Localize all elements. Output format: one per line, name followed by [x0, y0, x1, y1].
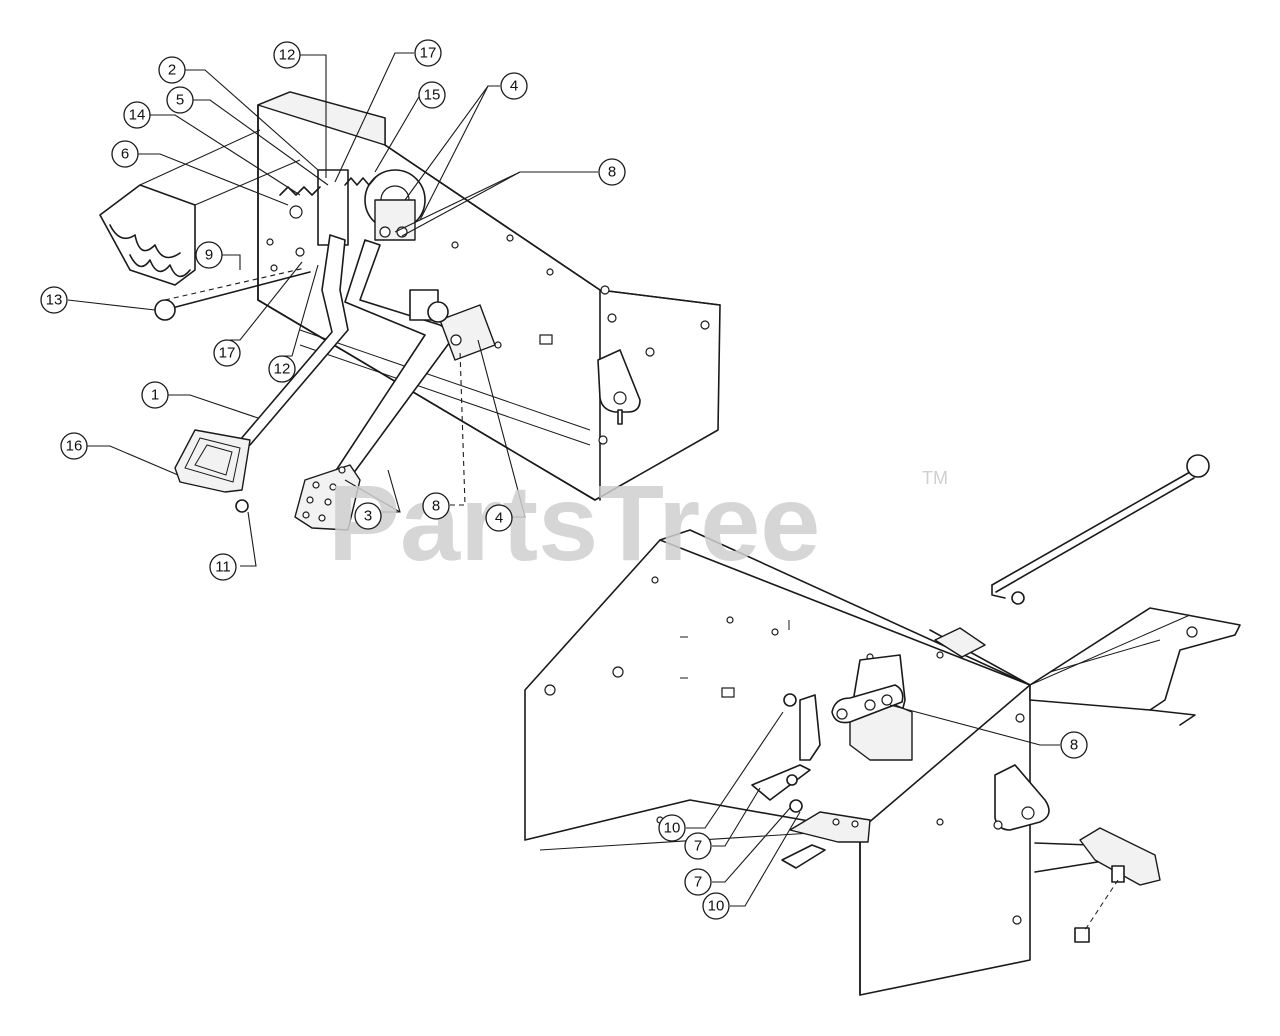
- control-rod: [154, 271, 311, 321]
- brake-pedal: [174, 234, 349, 513]
- lower-pedal: [1034, 827, 1161, 943]
- control-rod-lower: [991, 454, 1210, 605]
- callout-label: 10: [664, 820, 681, 837]
- watermark-text: PartsTree: [328, 462, 820, 583]
- callout-10: 10: [702, 892, 730, 920]
- callout-label: 17: [219, 345, 236, 362]
- callouts: 12 17 2 5 14 15 4 6 8 9 13 17 12 1 16 3 …: [40, 39, 1088, 920]
- frame-panel-lower: [524, 529, 1050, 996]
- callout-label: 14: [129, 107, 146, 124]
- drive-pedal: [294, 239, 496, 531]
- callout-label: 9: [205, 247, 213, 264]
- callout-9: 9: [195, 241, 223, 269]
- callout-label: 15: [424, 87, 441, 104]
- callout-5: 5: [166, 86, 194, 114]
- callout-12: 12: [273, 41, 301, 69]
- callout-label: 4: [495, 510, 503, 527]
- callout-label: 2: [168, 62, 176, 79]
- callout-7: 7: [684, 868, 712, 896]
- callout-label: 10: [708, 898, 725, 915]
- callout-8: 8: [598, 158, 626, 186]
- rear-frame: [929, 607, 1241, 726]
- callout-label: 6: [121, 146, 129, 163]
- callout-label: 4: [510, 78, 518, 95]
- callout-label: 16: [66, 438, 83, 455]
- lower-assembly: [524, 454, 1241, 996]
- linkage: [751, 654, 913, 869]
- callout-4: 4: [500, 72, 528, 100]
- watermark-trademark: TM: [922, 468, 948, 488]
- callout-2: 2: [158, 56, 186, 84]
- callout-3: 3: [354, 502, 382, 530]
- callout-17: 17: [414, 39, 442, 67]
- callout-6: 6: [111, 140, 139, 168]
- callout-label: 13: [46, 292, 63, 309]
- callout-8: 8: [1060, 731, 1088, 759]
- callout-15: 15: [418, 81, 446, 109]
- callout-label: 12: [274, 361, 291, 378]
- callout-13: 13: [40, 286, 68, 314]
- callout-11: 11: [209, 553, 237, 581]
- callout-7: 7: [684, 832, 712, 860]
- callout-label: 1: [151, 387, 159, 404]
- watermark: PartsTree TM: [328, 462, 948, 583]
- callout-14: 14: [123, 101, 151, 129]
- callout-label: 7: [694, 838, 702, 855]
- callout-17: 17: [213, 339, 241, 367]
- callout-label: 8: [608, 164, 616, 181]
- callout-4: 4: [485, 504, 513, 532]
- callout-label: 5: [176, 92, 184, 109]
- callout-label: 3: [364, 508, 372, 525]
- callout-label: 12: [279, 47, 296, 64]
- mounting-bracket: [99, 129, 301, 286]
- leader-lines: [67, 52, 1060, 907]
- callout-12: 12: [268, 355, 296, 383]
- pivot-mechanism: [279, 169, 426, 257]
- callout-label: 7: [694, 874, 702, 891]
- callout-label: 8: [1070, 737, 1078, 754]
- callout-label: 11: [215, 559, 231, 576]
- upper-assembly: [99, 91, 721, 531]
- callout-16: 16: [60, 432, 88, 460]
- callout-10: 10: [658, 814, 686, 842]
- callout-1: 1: [141, 381, 169, 409]
- callout-label: 17: [420, 45, 437, 62]
- callout-label: 8: [432, 498, 440, 515]
- callout-8: 8: [422, 492, 450, 520]
